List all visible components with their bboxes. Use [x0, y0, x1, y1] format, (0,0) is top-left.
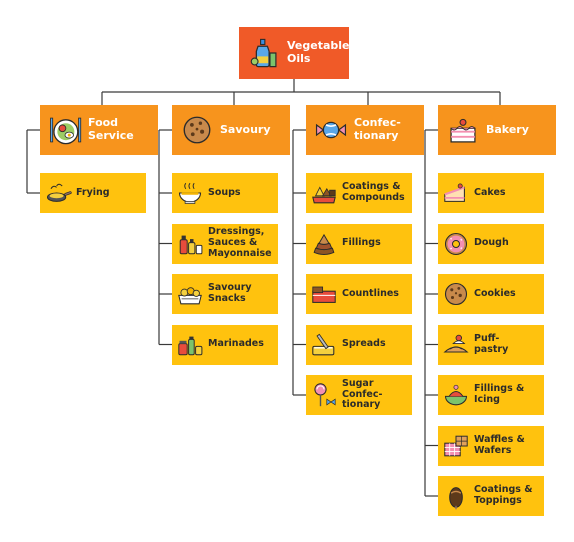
leaf-spreads: Spreads — [306, 324, 412, 365]
leaf-waffles-wafers-label: Waffles & Wafers — [474, 433, 525, 456]
leaf-cookies: Cookies — [438, 274, 544, 314]
candy-bar-icon — [310, 280, 338, 308]
leaf-coatings-compounds-label: Coatings & Compounds — [342, 181, 405, 203]
category-savoury-label: Savoury — [220, 122, 271, 136]
food-plate-icon — [48, 113, 82, 147]
leaf-frying-label: Frying — [76, 186, 110, 198]
leaf-sugar-confectionary: Sugar Confec- tionary — [306, 375, 412, 415]
leaf-savoury-snacks-label: Savoury Snacks — [208, 282, 252, 304]
leaf-waffles-wafers: Waffles & Wafers — [438, 425, 544, 466]
leaf-fillings-label: Fillings — [342, 237, 381, 249]
leaf-coatings-compounds: Coatings & Compounds — [306, 173, 412, 213]
leaf-cakes-label: Cakes — [474, 186, 506, 198]
leaf-countlines-label: Countlines — [342, 287, 399, 299]
category-bakery-label: Bakery — [486, 122, 529, 136]
cookie-icon — [442, 280, 470, 308]
leaf-cakes: Cakes — [438, 173, 544, 213]
leaf-spreads-label: Spreads — [342, 338, 386, 350]
leaf-savoury-snacks: Savoury Snacks — [172, 274, 278, 314]
donut-icon — [442, 230, 470, 258]
wafer-icon — [442, 432, 470, 460]
leaf-coatings-toppings-label: Coatings & Toppings — [474, 484, 533, 506]
leaf-dough: Dough — [438, 223, 544, 264]
cookie-icon — [180, 113, 214, 147]
lollipop-icon — [310, 381, 338, 409]
snacks-icon — [176, 280, 204, 308]
category-food-service: Food Service — [40, 105, 158, 155]
leaf-frying: Frying — [40, 173, 146, 213]
leaf-marinades: Marinades — [172, 324, 278, 365]
category-bakery: Bakery — [438, 105, 556, 155]
oil-bottles-icon — [247, 36, 281, 70]
leaf-fillings-icing: Fillings & Icing — [438, 375, 544, 415]
cake-slice-icon — [442, 179, 470, 207]
leaf-countlines: Countlines — [306, 274, 412, 314]
category-confectionary-label: Confec- tionary — [354, 116, 401, 142]
icing-bowl-icon — [442, 381, 470, 409]
frying-pan-icon — [44, 179, 72, 207]
root-node: Vegetable Oils — [239, 27, 350, 79]
leaf-marinades-label: Marinades — [208, 338, 264, 350]
candy-icon — [314, 113, 348, 147]
sauce-bottles-icon — [176, 230, 204, 258]
category-confectionary: Confec- tionary — [306, 105, 424, 155]
leaf-sugar-confectionary-label: Sugar Confec- tionary — [342, 377, 383, 411]
leaf-fillings: Fillings — [306, 223, 412, 264]
leaf-puff-pastry: Puff- pastry — [438, 324, 544, 365]
leaf-dough-label: Dough — [474, 237, 509, 249]
leaf-soups-label: Soups — [208, 186, 241, 198]
leaf-cookies-label: Cookies — [474, 287, 516, 299]
leaf-dressings: Dressings, Sauces & Mayonnaise — [172, 223, 278, 264]
chocolate-tray-icon — [310, 179, 338, 207]
pastry-icon — [442, 331, 470, 359]
spread-knife-icon — [310, 331, 338, 359]
category-food-service-label: Food Service — [88, 116, 134, 142]
category-savoury: Savoury — [172, 105, 290, 155]
leaf-coatings-toppings: Coatings & Toppings — [438, 476, 544, 516]
leaf-puff-pastry-label: Puff- pastry — [474, 332, 509, 355]
leaf-dressings-label: Dressings, Sauces & Mayonnaise — [208, 226, 272, 259]
cake-icon — [446, 113, 480, 147]
leaf-fillings-icing-label: Fillings & Icing — [474, 383, 525, 405]
chocolate-dip-icon — [442, 482, 470, 510]
root-node-label: Vegetable Oils — [287, 39, 350, 65]
marinade-jars-icon — [176, 331, 204, 359]
soup-bowl-icon — [176, 179, 204, 207]
chocolate-swirl-icon — [310, 230, 338, 258]
leaf-soups: Soups — [172, 173, 278, 213]
